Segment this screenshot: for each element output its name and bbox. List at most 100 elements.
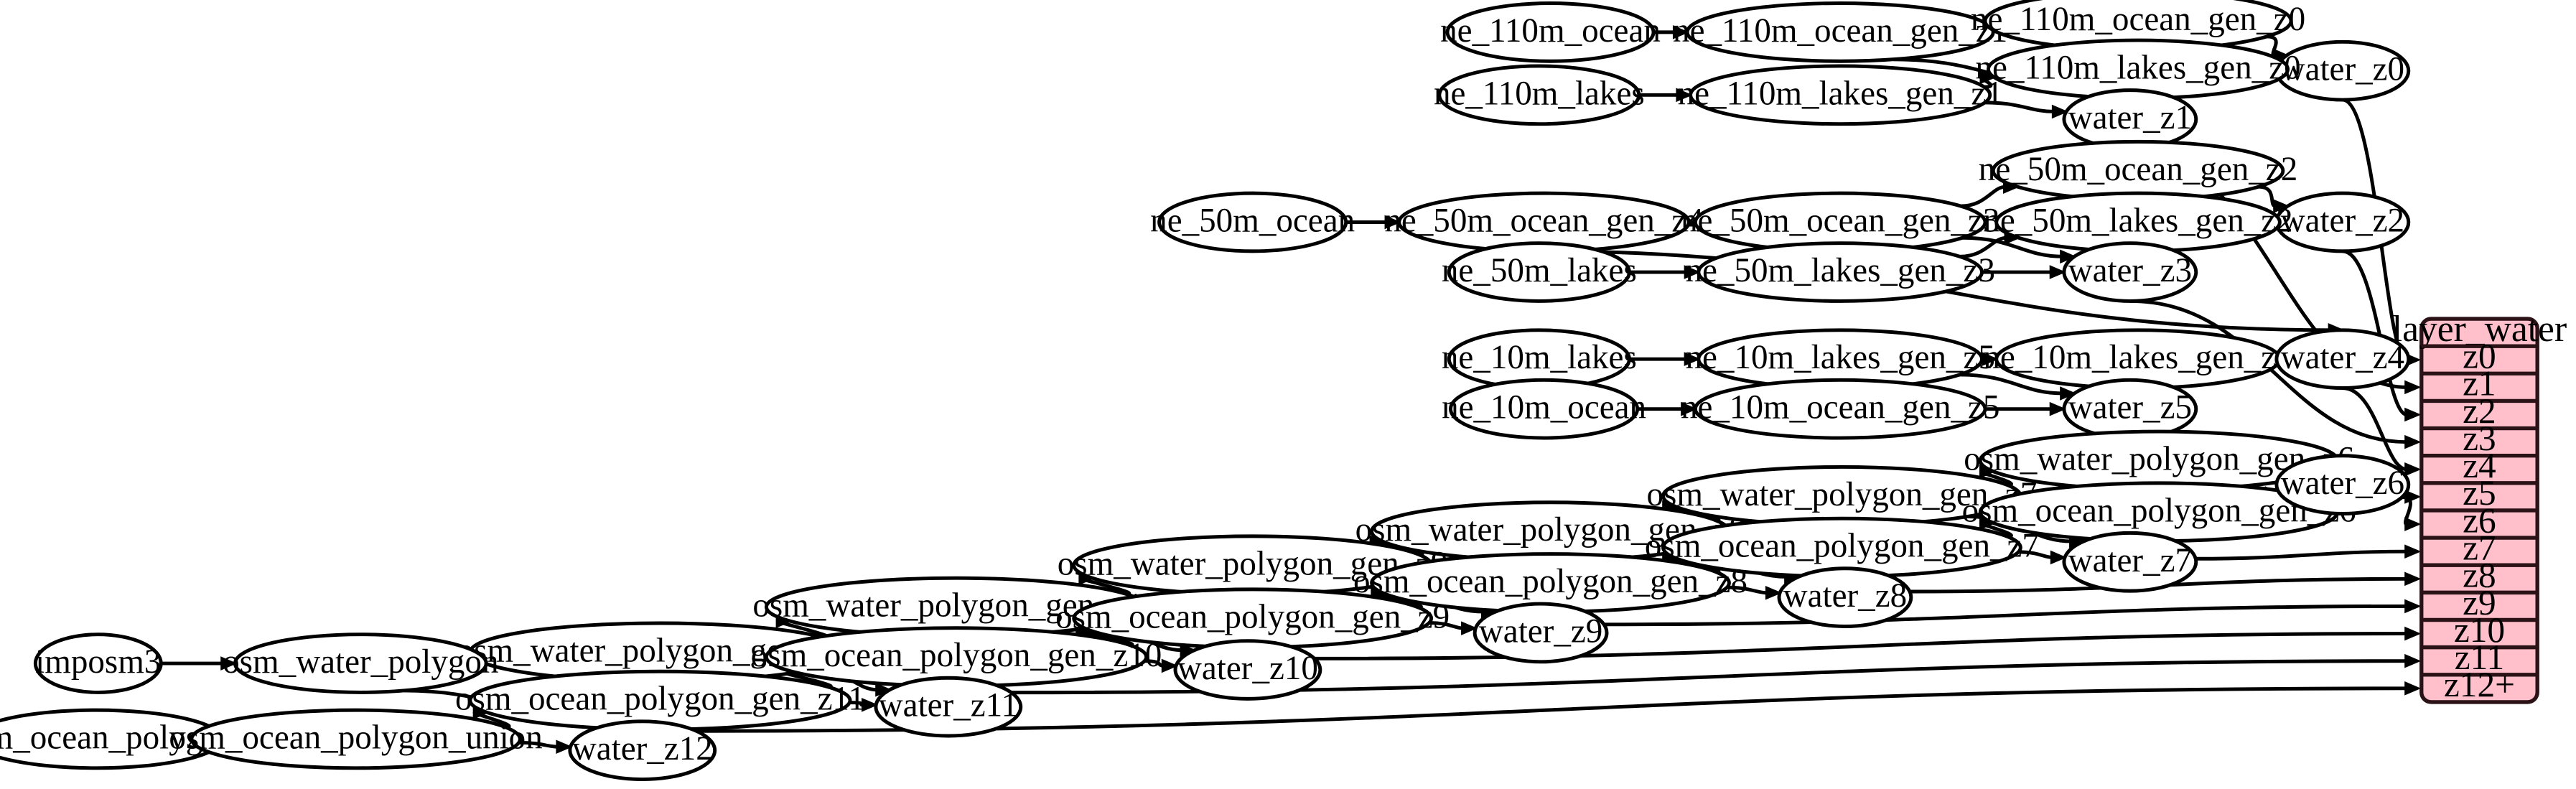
layer-water-row-z11[interactable]: z11	[2455, 638, 2504, 677]
graph-node-ne_50m_lakes_gen_z3[interactable]: ne_50m_lakes_gen_z3	[1685, 241, 1995, 303]
graph-node-water_z1[interactable]: water_z1	[2062, 88, 2198, 150]
graph-node-osm_ocean_polygon_gen_z7[interactable]: osm_ocean_polygon_gen_z7	[1645, 516, 2039, 579]
layer-water-row-z8[interactable]: z8	[2463, 556, 2496, 595]
graph-edge	[1653, 25, 1690, 39]
node-ellipse	[1689, 64, 1992, 126]
node-label: ne_110m_ocean	[1440, 12, 1661, 50]
node-label: water_z9	[1479, 612, 1603, 650]
node-ellipse	[2274, 328, 2411, 390]
graph-node-ne_110m_lakes[interactable]: ne_110m_lakes	[1434, 64, 1645, 126]
graph-node-ne_110m_lakes_gen_z0[interactable]: ne_110m_lakes_gen_z0	[1975, 38, 2301, 101]
arrowhead-icon	[2050, 550, 2067, 565]
node-label: ne_10m_lakes_gen_z4	[1983, 339, 2292, 376]
arrowhead-icon	[1765, 586, 1782, 600]
graph-node-osm_ocean_polygon_union[interactable]: osm_ocean_polygon_union	[169, 708, 543, 770]
node-label: ne_110m_lakes	[1434, 75, 1645, 112]
graph-node-water_z9[interactable]: water_z9	[1473, 602, 1609, 664]
graph-node-water_z4[interactable]: water_z4	[2274, 328, 2411, 390]
graph-node-osm_ocean_polygon_gen_z11[interactable]: osm_ocean_polygon_gen_z11	[455, 669, 865, 732]
graph-edge	[1979, 70, 1997, 89]
graph-node-osm_water_polygon_gen_z8[interactable]: osm_water_polygon_gen_z8	[1355, 500, 1746, 562]
graph-node-water_z6[interactable]: water_z6	[2274, 454, 2411, 515]
graph-node-ne_110m_ocean_gen_z1[interactable]: ne_110m_ocean_gen_z1	[1673, 1, 2007, 63]
graph-edge	[1962, 235, 2077, 264]
graph-node-ne_10m_lakes_gen_z4[interactable]: ne_10m_lakes_gen_z4	[1983, 328, 2293, 390]
graph-node-water_z8[interactable]: water_z8	[1777, 566, 1913, 628]
node-label: osm_ocean_polygon_gen_z10	[751, 637, 1162, 674]
edge-path	[2342, 249, 2408, 417]
graph-node-ne_50m_ocean[interactable]: ne_50m_ocean	[1150, 191, 1355, 253]
graph-node-ne_10m_lakes[interactable]: ne_10m_lakes	[1442, 328, 1637, 390]
arrowhead-icon	[2049, 265, 2066, 279]
graph-node-osm_ocean_polygon_gen_z9[interactable]: osm_ocean_polygon_gen_z9	[1055, 587, 1450, 650]
graph-edge	[2402, 495, 2422, 531]
arrowhead-icon	[2404, 407, 2422, 422]
layer-water-row-z4[interactable]: z4	[2463, 446, 2496, 485]
graph-node-water_z12[interactable]: water_z12	[568, 719, 717, 782]
graph-node-imposm3[interactable]: imposm3	[33, 632, 163, 694]
arrowhead-icon	[2404, 544, 2422, 559]
layer-water-row-z1[interactable]: z1	[2463, 364, 2496, 403]
graph-node-osm_ocean_polygon_gen_z10[interactable]: osm_ocean_polygon_gen_z10	[751, 626, 1162, 688]
graph-node-water_z5[interactable]: water_z5	[2062, 378, 2198, 440]
node-label: ne_110m_ocean_gen_z1	[1673, 12, 2007, 50]
graph-node-water_z3[interactable]: water_z3	[2062, 241, 2198, 303]
layer-water-row-z9[interactable]: z9	[2463, 583, 2496, 622]
layer-water-row-z2[interactable]: z2	[2463, 391, 2496, 431]
graph-node-ne_10m_ocean[interactable]: ne_10m_ocean	[1442, 378, 1646, 440]
layer-water-row-z3[interactable]: z3	[2463, 419, 2496, 458]
graph-node-ne_110m_ocean[interactable]: ne_110m_ocean	[1440, 1, 1661, 63]
layer-water-record[interactable]: layer_waterz0z1z2z3z4z5z6z7z8z9z10z11z12…	[2392, 309, 2567, 704]
graph-node-osm_ocean_polygon_gen_z8[interactable]: osm_ocean_polygon_gen_z8	[1353, 552, 1747, 614]
graph-node-ne_10m_lakes_gen_z5[interactable]: ne_10m_lakes_gen_z5	[1685, 328, 1995, 390]
arrowhead-icon	[861, 698, 879, 712]
layer-water-row-z7[interactable]: z7	[2463, 528, 2496, 568]
node-label: ne_50m_ocean_gen_z2	[1979, 151, 2297, 188]
graph-node-osm_water_polygon_gen_z7[interactable]: osm_water_polygon_gen_z7	[1646, 464, 2037, 527]
graph-node-ne_110m_lakes_gen_z1[interactable]: ne_110m_lakes_gen_z1	[1678, 64, 2003, 126]
arrowhead-icon	[1676, 88, 1693, 103]
layer-water-row-z6[interactable]: z6	[2463, 500, 2496, 540]
layer-water-row-z0[interactable]: z0	[2463, 337, 2496, 376]
node-label: osm_water_polygon	[223, 643, 498, 681]
graph-node-water_z11[interactable]: water_z11	[874, 676, 1023, 738]
graph-edge	[1985, 401, 2066, 416]
graph-node-water_z2[interactable]: water_z2	[2274, 191, 2411, 253]
graph-node-ne_10m_ocean_gen_z5[interactable]: ne_10m_ocean_gen_z5	[1681, 378, 1999, 440]
layer-water-row-z10[interactable]: z10	[2454, 610, 2505, 650]
node-label: ne_50m_ocean	[1150, 202, 1355, 240]
arrowhead-icon	[220, 656, 238, 671]
layer-water-row-z12+[interactable]: z12+	[2444, 665, 2515, 704]
edge-path	[518, 740, 559, 749]
layer-water-row-z5[interactable]: z5	[2463, 473, 2496, 513]
node-ellipse	[1173, 639, 1322, 701]
edge-path	[1962, 235, 2063, 258]
graph-edge	[1429, 621, 1478, 635]
arrowhead-icon	[1684, 352, 1701, 366]
graph-node-ne_50m_ocean_gen_z2[interactable]: ne_50m_ocean_gen_z2	[1979, 139, 2297, 202]
graph-node-osm_water_polygon[interactable]: osm_water_polygon	[223, 632, 499, 694]
arrowhead-icon	[1681, 401, 1698, 416]
graph-edge	[1144, 658, 1178, 673]
graph-node-ne_110m_ocean_gen_z0[interactable]: ne_110m_ocean_gen_z0	[1971, 0, 2305, 52]
graph-node-ne_50m_lakes_gen_z2[interactable]: ne_50m_lakes_gen_z2	[1983, 191, 2293, 253]
node-label: water_z6	[2281, 464, 2405, 502]
graph-edge	[1982, 265, 2066, 279]
node-label: water_z5	[2068, 389, 2193, 426]
graph-node-ne_50m_ocean_gen_z4[interactable]: ne_50m_ocean_gen_z4	[1384, 191, 1704, 253]
graph-node-ne_50m_ocean_gen_z3[interactable]: ne_50m_ocean_gen_z3	[1681, 191, 1999, 253]
graph-node-water_z10[interactable]: water_z10	[1173, 639, 1322, 701]
arrowhead-icon	[2404, 626, 2422, 641]
arrowhead-icon	[556, 739, 573, 755]
arrowhead-icon	[2051, 104, 2068, 119]
arrowhead-icon	[1979, 70, 1997, 85]
graph-node-water_z7[interactable]: water_z7	[2062, 531, 2198, 593]
node-ellipse	[1473, 602, 1609, 664]
node-label: ne_10m_lakes	[1442, 339, 1637, 376]
graph-edge	[2129, 299, 2422, 449]
graph-node-water_z0[interactable]: water_z0	[2274, 39, 2411, 102]
edge-path	[1727, 585, 1768, 595]
graph-node-ne_50m_lakes[interactable]: ne_50m_lakes	[1442, 241, 1637, 303]
